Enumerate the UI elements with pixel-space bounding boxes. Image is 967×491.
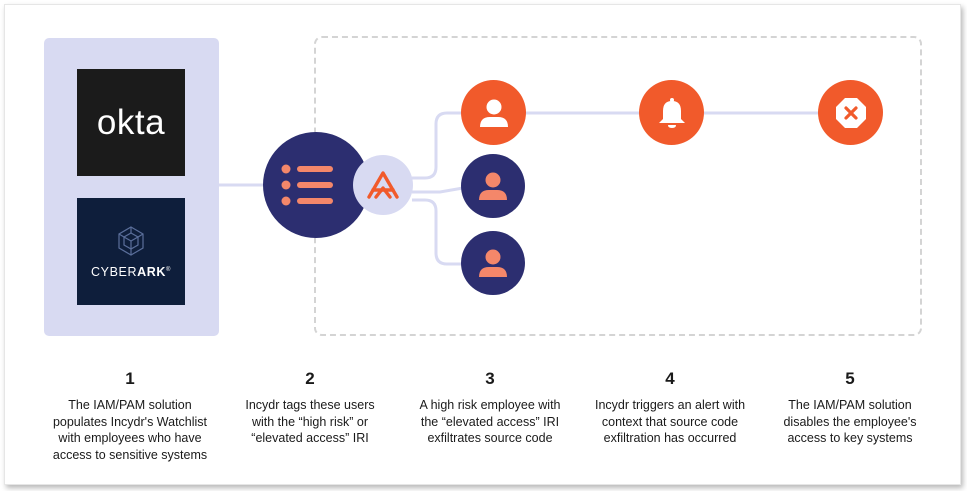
- cyberark-label: CYBERARK®: [91, 265, 171, 279]
- incydr-logo-icon: [367, 171, 399, 199]
- cyberark-label-regular: CYBER: [91, 264, 138, 279]
- step-number: 1: [125, 369, 135, 388]
- step-number: 5: [845, 369, 855, 388]
- okta-label: okta: [96, 102, 166, 142]
- step-4: 4 Incydr triggers an alert with context …: [580, 368, 760, 447]
- step-line: The IAM/PAM solution: [788, 398, 912, 412]
- bell-alert-icon: [658, 97, 685, 128]
- step-line: disables the employee's: [783, 414, 917, 429]
- step-line: exfiltration has occurred: [603, 431, 737, 445]
- step-2: 2 Incydr tags these users with the “high…: [220, 368, 400, 447]
- step-line: access to sensitive systems: [52, 447, 208, 462]
- person-icon: [479, 172, 507, 200]
- high-risk-employee-node: [461, 80, 526, 145]
- step-5: 5 The IAM/PAM solution disables the empl…: [760, 368, 940, 447]
- step-number: 3: [485, 369, 495, 388]
- person-icon: [479, 249, 507, 277]
- step-line: The IAM/PAM solution: [68, 398, 192, 412]
- step-line: Incydr tags these users: [245, 398, 375, 412]
- close-octagon-icon: [835, 97, 866, 128]
- step-line: “elevated access” IRI: [251, 431, 369, 445]
- step-description: The IAM/PAM solution populates Incydr's …: [40, 397, 220, 463]
- cyberark-trademark: ®: [165, 266, 171, 273]
- step-line: the “elevated access” IRI: [420, 414, 560, 429]
- person-icon: [479, 99, 508, 127]
- step-line: Incydr triggers an alert with: [594, 398, 746, 412]
- step-number: 4: [665, 369, 675, 388]
- step-line: context that source code: [601, 414, 739, 429]
- step-number: 2: [305, 369, 315, 388]
- alert-node: [639, 80, 704, 145]
- incydr-node: [353, 155, 413, 215]
- step-line: access to key systems: [787, 431, 913, 445]
- step-3: 3 A high risk employee with the “elevate…: [400, 368, 580, 447]
- watchlist-node: [263, 132, 369, 238]
- step-description: A high risk employee with the “elevated …: [400, 397, 580, 447]
- step-line: populates Incydr's Watchlist: [52, 414, 208, 429]
- list-icon: [281, 164, 333, 206]
- okta-logo: okta: [77, 69, 185, 176]
- step-description: The IAM/PAM solution disables the employ…: [760, 397, 940, 447]
- step-description: Incydr triggers an alert with context th…: [580, 397, 760, 447]
- access-disabled-node: [818, 80, 883, 145]
- cyberark-label-bold: ARK: [137, 264, 166, 279]
- step-1: 1 The IAM/PAM solution populates Incydr'…: [40, 368, 220, 463]
- employee-node: [461, 231, 525, 295]
- cyberark-logo: CYBERARK®: [77, 198, 185, 305]
- step-description: Incydr tags these users with the “high r…: [220, 397, 400, 447]
- cyberark-cube-icon: [118, 225, 144, 256]
- idp-panel: okta CYBERARK®: [44, 38, 219, 336]
- employee-node: [461, 154, 525, 218]
- step-line: with employees who have: [58, 431, 202, 445]
- step-line: with the “high risk” or: [251, 414, 368, 429]
- step-line: exfiltrates source code: [427, 431, 553, 445]
- step-line: A high risk employee with: [419, 398, 561, 412]
